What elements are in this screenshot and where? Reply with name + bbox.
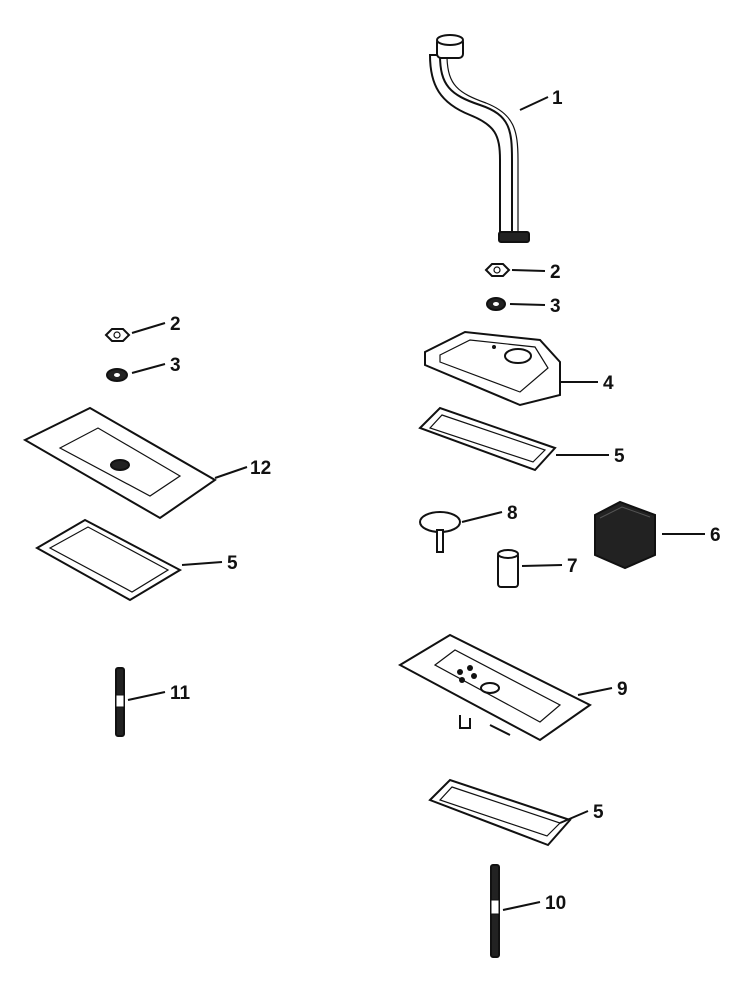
callout-6: 6 xyxy=(662,525,721,546)
callout-5-left: 5 xyxy=(181,553,238,574)
part-3-washer-right xyxy=(486,297,506,311)
callout-1: 1 xyxy=(519,88,563,111)
callout-11: 11 xyxy=(127,683,191,704)
svg-text:2: 2 xyxy=(170,314,181,335)
svg-text:6: 6 xyxy=(710,525,721,546)
callout-12: 12 xyxy=(214,458,271,479)
callout-4: 4 xyxy=(560,373,614,394)
svg-text:5: 5 xyxy=(614,446,625,467)
part-4-cover xyxy=(424,330,561,407)
part-3-washer-left xyxy=(106,368,128,382)
svg-text:1: 1 xyxy=(552,88,563,109)
svg-text:3: 3 xyxy=(170,355,181,376)
svg-text:5: 5 xyxy=(593,802,604,823)
svg-text:11: 11 xyxy=(170,683,191,704)
svg-text:2: 2 xyxy=(550,262,561,283)
callout-3-right: 3 xyxy=(509,296,561,317)
svg-text:4: 4 xyxy=(603,373,614,394)
callout-3-left: 3 xyxy=(131,355,181,376)
part-10-stud xyxy=(490,864,500,958)
callout-10: 10 xyxy=(502,893,566,914)
part-11-stud xyxy=(115,667,125,737)
svg-text:3: 3 xyxy=(550,296,561,317)
callout-2-right: 2 xyxy=(511,262,561,283)
part-8-plug xyxy=(419,511,461,553)
part-2-nut-left xyxy=(104,328,131,342)
svg-text:9: 9 xyxy=(617,679,628,700)
callout-8: 8 xyxy=(461,503,518,524)
callout-5-upper: 5 xyxy=(556,446,625,467)
svg-text:8: 8 xyxy=(507,503,518,524)
part-2-nut-right xyxy=(484,263,511,277)
callout-7: 7 xyxy=(521,556,578,577)
part-6-filter xyxy=(594,500,656,570)
part-12-cover-plate xyxy=(22,406,217,520)
svg-text:7: 7 xyxy=(567,556,578,577)
svg-text:10: 10 xyxy=(545,893,566,914)
part-5-gasket-upper xyxy=(418,406,557,472)
part-5-gasket-left xyxy=(34,518,183,602)
svg-text:12: 12 xyxy=(250,458,271,479)
svg-text:5: 5 xyxy=(227,553,238,574)
callout-9: 9 xyxy=(577,679,628,700)
callout-2-left: 2 xyxy=(131,314,181,335)
part-9-base-plate xyxy=(397,633,592,742)
part-7-spacer xyxy=(497,549,519,588)
part-1-pipe xyxy=(428,34,530,243)
part-5-gasket-lower xyxy=(428,778,572,847)
callout-5-lower: 5 xyxy=(559,802,604,824)
